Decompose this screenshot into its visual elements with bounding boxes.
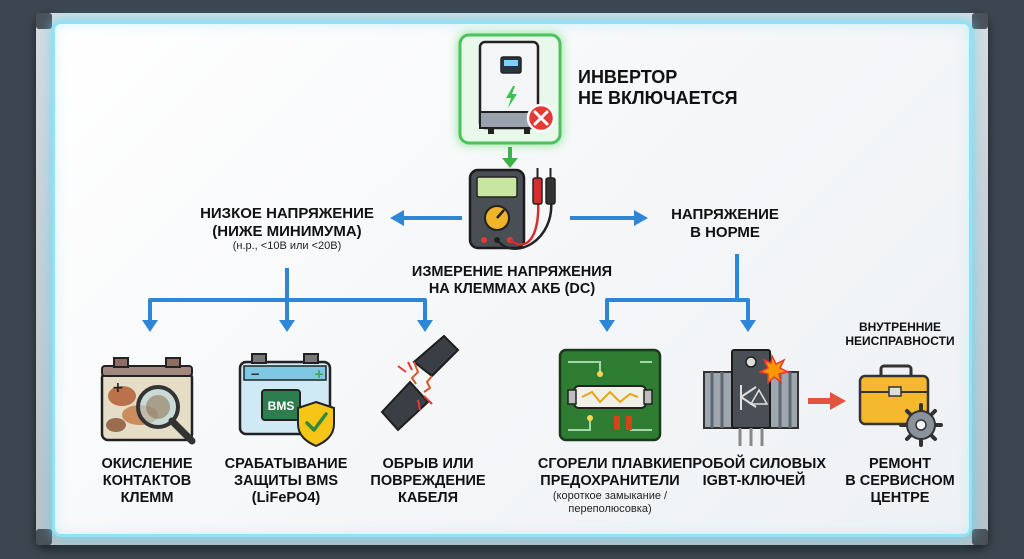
normal-voltage-line1: НАПРЯЖЕНИЕ xyxy=(671,206,779,223)
oxidation-line1: ОКИСЛЕНИЕ xyxy=(101,456,193,472)
internal-line1: ВНУТРЕННИЕ xyxy=(858,320,942,334)
bms-line2: ЗАЩИТЫ BMS xyxy=(233,473,339,490)
cable-label: ОБРЫВ ИЛИ ПОВРЕЖДЕНИЕ КАБЕЛЯ xyxy=(366,456,490,507)
frame-corner xyxy=(972,529,988,545)
oxidation-label: ОКИСЛЕНИЕ КОНТАКТОВ КЛЕММ xyxy=(85,456,209,507)
internal-line2: НЕИСПРАВНОСТИ xyxy=(845,334,955,349)
multimeter-icon xyxy=(468,168,556,250)
shield-check-icon xyxy=(297,400,335,448)
arrow-to-normal-voltage xyxy=(570,210,648,226)
bms-line1: СРАБАТЫВАНИЕ xyxy=(224,456,348,472)
fuses-note2: переполюсовка) xyxy=(568,503,652,516)
problem-title: ИНВЕРТОР НЕ ВКЛЮЧАЕТСЯ xyxy=(578,67,738,109)
igbt-line1: ПРОБОЙ СИЛОВЫХ xyxy=(682,456,827,472)
frame-corner xyxy=(36,529,52,545)
repair-line2: В СЕРВИСНОМ xyxy=(845,473,955,490)
low-voltage-label: НИЗКОЕ НАПРЯЖЕНИЕ (НИЖЕ МИНИМУМА) (н.р.,… xyxy=(182,205,392,253)
cable-line2: ПОВРЕЖДЕНИЕ xyxy=(370,473,486,490)
low-voltage-note: (н.р., <10В или <20В) xyxy=(232,240,342,253)
branch-arrowheads-right xyxy=(599,320,756,332)
cable-line1: ОБРЫВ ИЛИ xyxy=(382,456,474,472)
arrow-to-low-voltage xyxy=(390,210,462,226)
oxidation-line3: КЛЕММ xyxy=(120,490,174,507)
cable-line3: КАБЕЛЯ xyxy=(397,490,458,507)
igbt-transistor-icon xyxy=(703,349,799,446)
magnifier-icon xyxy=(136,385,196,445)
normal-voltage-line2: В НОРМЕ xyxy=(690,223,760,241)
normal-voltage-label: НАПРЯЖЕНИЕ В НОРМЕ xyxy=(655,206,795,241)
inverter-icon xyxy=(458,33,562,145)
bms-chip-icon: BMS xyxy=(261,389,301,421)
measure-line2: НА КЛЕММАХ АКБ (DC) xyxy=(428,281,596,298)
fuses-line1: СГОРЕЛИ ПЛАВКИЕ xyxy=(537,456,683,472)
arrow-to-repair xyxy=(808,392,846,410)
low-voltage-line1: НИЗКОЕ НАПРЯЖЕНИЕ xyxy=(200,205,374,222)
bms-chip-label: BMS xyxy=(268,399,295,413)
svg-text:+: + xyxy=(314,367,324,381)
measure-line1: ИЗМЕРЕНИЕ НАПРЯЖЕНИЯ xyxy=(411,264,613,280)
svg-text:−: − xyxy=(250,367,260,381)
bms-label: СРАБАТЫВАНИЕ ЗАЩИТЫ BMS (LiFePO4) xyxy=(220,456,352,507)
normal-voltage-branch-arrows xyxy=(605,254,750,322)
low-voltage-line2: (НИЖЕ МИНИМУМА) xyxy=(212,222,362,240)
repair-label: РЕМОНТ В СЕРВИСНОМ ЦЕНТРЕ xyxy=(838,456,962,507)
igbt-line2: IGBT-КЛЮЧЕЙ xyxy=(702,473,806,490)
bms-line3: (LiFePO4) xyxy=(251,490,321,507)
error-x-icon xyxy=(526,103,556,133)
fuses-label: СГОРЕЛИ ПЛАВКИЕ ПРЕДОХРАНИТЕЛИ (короткое… xyxy=(530,456,690,516)
arrow-inverter-to-meter xyxy=(502,147,518,168)
problem-title-line1: ИНВЕРТОР xyxy=(578,67,678,87)
low-voltage-branch-arrows xyxy=(148,268,427,322)
fuses-line2: ПРЕДОХРАНИТЕЛИ xyxy=(540,473,680,490)
problem-title-line2: НЕ ВКЛЮЧАЕТСЯ xyxy=(578,88,738,109)
frame-corner xyxy=(972,13,988,29)
internal-faults-label: ВНУТРЕННИЕ НЕИСПРАВНОСТИ xyxy=(838,320,962,348)
svg-text:+: + xyxy=(112,380,124,396)
broken-cable-icon xyxy=(380,334,460,432)
repair-line3: ЦЕНТРЕ xyxy=(870,490,930,507)
repair-line1: РЕМОНТ xyxy=(868,456,932,472)
oxidation-line2: КОНТАКТОВ xyxy=(102,473,192,490)
igbt-label: ПРОБОЙ СИЛОВЫХ IGBT-КЛЮЧЕЙ xyxy=(682,456,826,490)
branch-arrowheads-left xyxy=(142,320,433,332)
frame-corner xyxy=(36,13,52,29)
circuit-board-fuse-icon xyxy=(558,348,662,442)
measure-label: ИЗМЕРЕНИЕ НАПРЯЖЕНИЯ НА КЛЕММАХ АКБ (DC) xyxy=(405,264,619,298)
toolbox-gear-icon xyxy=(858,364,943,447)
fuses-note1: (короткое замыкание / xyxy=(552,490,668,503)
